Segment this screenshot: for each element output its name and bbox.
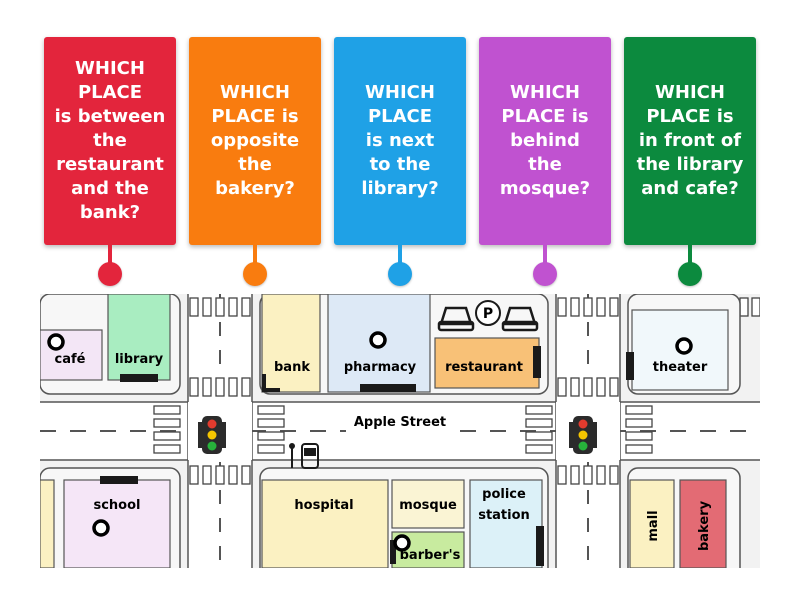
theater-label: theater xyxy=(653,360,708,375)
question-card-4[interactable]: WHICH PLACE is behind the mosque? xyxy=(479,37,611,245)
hospital-building xyxy=(261,479,389,568)
connector-stem-5 xyxy=(688,245,692,265)
mall-building xyxy=(629,479,675,568)
cafe-label: café xyxy=(55,352,86,367)
question-card-3[interactable]: WHICH PLACE is next to the library? xyxy=(334,37,466,245)
parking-sign: P xyxy=(475,300,501,326)
connector-stem-4 xyxy=(543,245,547,265)
question-card-1[interactable]: WHICH PLACE is between the restaurant an… xyxy=(44,37,176,245)
bank-building xyxy=(261,294,321,393)
bakery-building xyxy=(679,479,727,568)
drop-target-theater[interactable] xyxy=(675,337,693,355)
drag-dot-3[interactable] xyxy=(388,262,412,286)
traffic-light-icon xyxy=(198,416,226,454)
town-map: café library bank pharmacy restaurant P … xyxy=(40,294,760,568)
street-name: Apple Street xyxy=(354,415,446,430)
drag-dot-1[interactable] xyxy=(98,262,122,286)
mosque-building xyxy=(391,479,465,529)
connector-stem-2 xyxy=(253,245,257,265)
question-text-1: WHICH PLACE is between the restaurant an… xyxy=(54,58,166,223)
question-card-2[interactable]: WHICH PLACE is opposite the bakery? xyxy=(189,37,321,245)
restaurant-label: restaurant xyxy=(445,360,523,375)
bus-stop-icon xyxy=(289,443,319,469)
school-building xyxy=(63,479,171,568)
mosque-label: mosque xyxy=(399,498,457,513)
drop-target-barbers[interactable] xyxy=(393,534,411,552)
question-text-5: WHICH PLACE is in front of the library a… xyxy=(636,82,744,199)
police-label: police xyxy=(482,487,526,502)
police-station-building xyxy=(469,479,543,568)
library-label: library xyxy=(115,352,164,367)
drag-dot-5[interactable] xyxy=(678,262,702,286)
station-label: station xyxy=(478,508,530,523)
pharmacy-label: pharmacy xyxy=(344,360,417,375)
bank-label: bank xyxy=(274,360,310,375)
library-building xyxy=(107,294,171,381)
mall-label: mall xyxy=(646,510,661,541)
drop-target-cafe[interactable] xyxy=(47,333,65,351)
drag-dot-4[interactable] xyxy=(533,262,557,286)
svg-text:P: P xyxy=(483,306,493,322)
question-text-4: WHICH PLACE is behind the mosque? xyxy=(499,82,591,199)
drop-target-school[interactable] xyxy=(92,519,110,537)
drag-dot-2[interactable] xyxy=(243,262,267,286)
drop-target-pharmacy[interactable] xyxy=(369,331,387,349)
connector-stem-1 xyxy=(108,245,112,265)
restaurant-building xyxy=(434,337,540,389)
barbers-label: barber's xyxy=(400,548,461,563)
question-text-3: WHICH PLACE is next to the library? xyxy=(361,82,439,199)
school-label: school xyxy=(93,498,140,513)
car-icon xyxy=(437,306,539,332)
connector-stem-3 xyxy=(398,245,402,265)
bakery-label: bakery xyxy=(697,500,712,551)
traffic-light-icon xyxy=(569,416,597,454)
question-card-5[interactable]: WHICH PLACE is in front of the library a… xyxy=(624,37,756,245)
question-text-2: WHICH PLACE is opposite the bakery? xyxy=(210,82,300,199)
hospital-label: hospital xyxy=(294,498,353,513)
